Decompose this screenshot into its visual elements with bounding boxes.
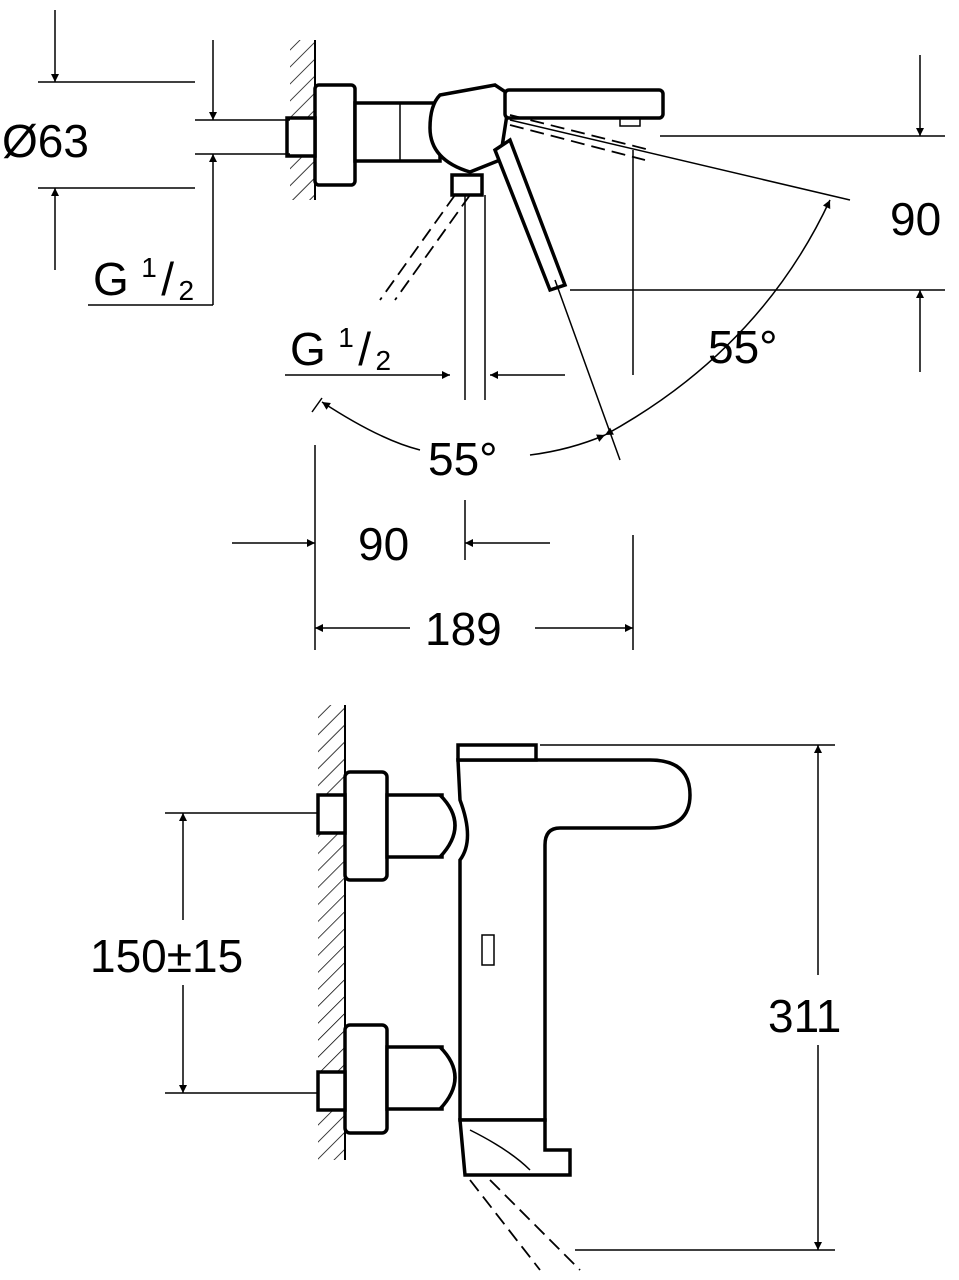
angle-bottom-label: 55° [428,433,498,485]
spout-top [503,88,665,120]
side-view: 150±15 311 [90,705,841,1271]
inlet-spacing-label: 150±15 [90,930,243,982]
offset-90-label: 90 [358,518,409,570]
diverter [450,173,484,197]
mixer-body [456,758,692,1122]
thread-label-bottom: G 1 / 2 [290,322,391,376]
mixer-head [428,83,512,174]
height-90-label: 90 [890,193,941,245]
wall-flange [313,83,357,187]
top-view: Ø63 G 1 / 2 G 1 / 2 90 55° [2,10,945,655]
angle-right-label: 55° [708,321,778,373]
diameter-label: Ø63 [2,115,89,167]
body-bar [353,101,442,163]
total-height-label: 311 [768,990,841,1042]
depth-189-label: 189 [425,603,502,655]
lever [492,137,568,293]
inlet-connector [285,116,317,158]
thread-label-left: G 1 / 2 [93,252,194,306]
